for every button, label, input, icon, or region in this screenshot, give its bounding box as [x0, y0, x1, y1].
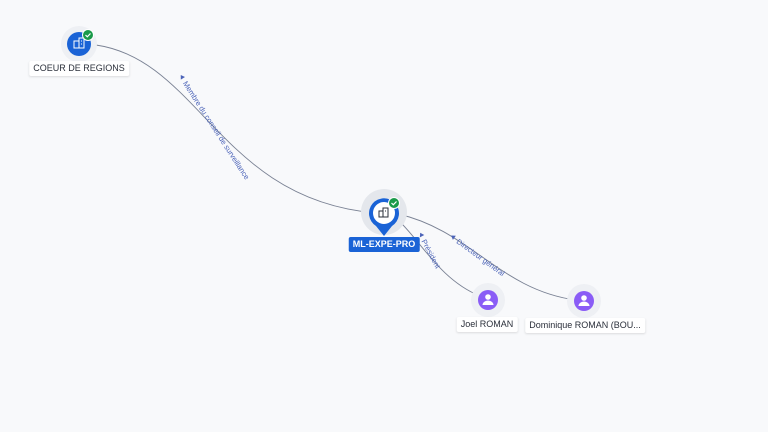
node-label-coeur-de-regions[interactable]: COEUR DE REGIONS: [29, 61, 129, 76]
edge-label-president: Président: [420, 232, 443, 271]
node-dominique-roman[interactable]: [567, 284, 601, 318]
node-ml-expe-pro[interactable]: [361, 189, 407, 236]
edge-dominique-to-ml-expe-pro: [397, 213, 577, 301]
building-icon: [73, 37, 85, 49]
node-label-ml-expe-pro[interactable]: ML-EXPE-PRO: [348, 237, 420, 252]
person-icon: [482, 294, 494, 305]
edge-label-directeur: Directeur général: [451, 235, 507, 278]
node-label-dominique-roman[interactable]: Dominique ROMAN (BOU...: [525, 318, 645, 333]
svg-text:Président: Président: [420, 238, 443, 271]
person-icon: [578, 295, 590, 306]
edge-label-membre: Membre du conseil de surveillance: [180, 74, 251, 181]
verified-badge-icon: [82, 29, 94, 41]
node-coeur-de-regions[interactable]: [61, 26, 97, 62]
svg-text:Membre du conseil de surveilla: Membre du conseil de surveillance: [181, 79, 251, 181]
verified-badge-icon: [388, 197, 400, 209]
building-icon: [378, 207, 389, 218]
node-joel-roman[interactable]: [471, 283, 505, 317]
svg-text:Directeur général: Directeur général: [455, 237, 507, 278]
node-label-joel-roman[interactable]: Joel ROMAN: [456, 317, 518, 332]
edge-joel-to-ml-expe-pro: [397, 219, 481, 297]
edge-coeur-to-ml-expe-pro: [95, 44, 377, 214]
